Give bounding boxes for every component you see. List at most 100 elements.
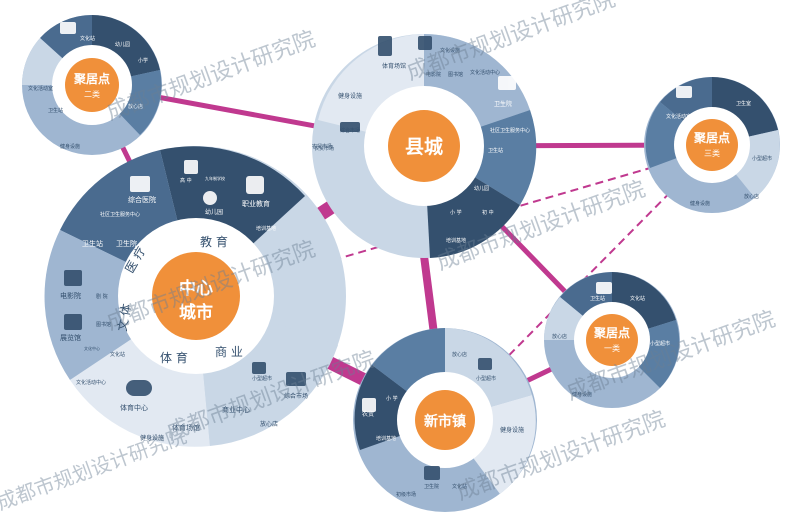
facility-label: 卫生站 [590,295,605,302]
watermark-text: 成都市规划设计研究院 [0,424,190,515]
vocational-school-icon [246,176,264,194]
stadium-icon [126,380,152,396]
new-town-core [415,390,475,450]
facility-label: 九年制学校 [205,175,225,181]
market-sign-icon [340,122,360,132]
school-icon [184,160,198,174]
culture-icon [418,36,432,50]
facility-label: 小型超市 [650,340,670,347]
facility-label: 社区卫生服务中心 [100,211,140,218]
facility-label: 展览馆 [60,333,81,342]
facility-label: 幼儿园 [404,393,419,400]
facility-label: 小型超市 [252,375,272,382]
node-county: 县城 文化设施 体育场馆 电影院 图书馆 文化活动中心 健身设施 卫生院 社区卫… [312,34,537,258]
facility-label: 健身设施 [60,143,80,150]
facility-label: 文化站 [110,351,125,358]
facility-label: 健身设施 [338,92,362,100]
node-settlement-lower-right: 聚居点 一类 卫生站 文化站 小型超市 健身设施 放心店 [544,272,680,408]
clinic-icon [60,22,76,34]
facility-label: 卫生院 [424,483,439,490]
facility-label: 文化活动室 [28,85,53,92]
school-icon [362,398,376,412]
clinic-icon [424,466,440,480]
facility-label: 幼儿园 [474,185,489,192]
facility-label: 剧 院 [96,293,108,300]
pool-icon [378,36,392,56]
facility-label: 幼儿园 [115,41,130,48]
cinema-icon [64,270,82,286]
facility-label: 体育场馆 [382,62,406,70]
facility-label: 卫生室 [736,100,751,107]
facility-label: 幼儿园 [205,208,223,216]
facility-label: 健身设施 [572,391,592,398]
facility-label: 文化活动中心 [470,69,500,76]
facility-label: 卫生站 [488,147,503,154]
facility-label: 文化活动中心 [76,379,106,386]
center-title-bottom: 城市 [179,302,213,323]
ring-label-culture: 文 体 [114,303,134,333]
facility-label: 综合医院 [128,195,156,204]
facility-label: 体育中心 [120,403,148,412]
facility-label: 图书馆 [96,321,111,328]
facility-label: 小 学 [450,209,462,216]
facility-label: 健身设施 [140,434,164,442]
facility-label: 培训基地 [376,435,396,442]
facility-label: 体育场馆 [172,423,200,432]
cart-icon [252,362,266,374]
facility-label: 农贸 [362,410,374,418]
facility-label: 小 学 [386,395,398,402]
center-title-top: 中心 [179,278,213,299]
facility-label: 小型超市 [476,375,496,382]
facility-label: 职业教育 [242,199,270,208]
facility-label: 小型超市 [752,155,772,162]
settlement-title: 聚居点 [593,325,630,340]
facility-label: 文化中心 [84,345,100,351]
clinic-icon [498,76,516,90]
facility-label: 健身设施 [690,200,710,207]
facility-label: 卫生站 [48,107,63,114]
settlement-subtitle: 二类 [84,89,100,99]
facility-label: 文化设施 [440,47,460,54]
facility-label: 综合市场 [284,392,308,400]
facility-label: 电影院 [426,71,441,78]
ring-label-sports: 体 育 [160,350,188,365]
facility-icons [60,22,692,480]
settlement-subtitle: 三类 [704,148,720,158]
facility-label: 社区卫生服务中心 [490,127,530,134]
facility-label: 卫生院 [116,239,137,248]
settlement-core [686,119,738,171]
facility-label: 放心店 [452,351,467,358]
settlement-core [586,314,638,366]
new-town-title: 新市镇 [424,413,466,430]
kindergarten-icon [203,191,217,205]
facility-label: 卫生站 [82,239,103,248]
facility-label: 放心店 [260,420,278,428]
cart-icon [478,358,492,370]
facility-label: 农贸市场 [312,143,332,150]
settlement-title: 聚居点 [73,71,110,86]
county-core [388,110,460,182]
facility-label: 农贸市场 [314,145,334,152]
facility-label: 文化站 [80,35,95,42]
settlement-subtitle: 一类 [604,343,620,353]
facility-label: 高 中 [180,177,192,184]
facility-label: 卫生院 [494,100,512,108]
ring-label-education: 教 育 [200,234,228,249]
settlement-core [65,58,119,112]
facility-label: 放心店 [552,333,567,340]
hospital-icon [130,176,150,192]
exhibition-icon [64,314,82,330]
node-new-town: 新市镇 放心店 小型超市 健身设施 农贸 培训基地 幼儿园 小 学 卫生院 文化… [353,328,537,512]
facility-label: 初级市场 [396,491,416,498]
facility-label: 初 中 [482,209,494,216]
county-title: 县城 [405,135,443,158]
node-settlement-top-left: 聚居点 二类 文化站 幼儿园 小学 放心店 健身设施 文化活动室 卫生站 [21,14,162,155]
node-settlement-right: 聚居点 三类 卫生室 文化活动室 小型超市 健身设施 放心店 [644,77,780,213]
facility-label: 文化活动室 [666,113,691,120]
facility-label: 文化站 [452,483,467,490]
link-center-settleR-dashed [195,149,713,301]
facility-label: 小学 [138,57,148,64]
market-icon [286,372,306,386]
